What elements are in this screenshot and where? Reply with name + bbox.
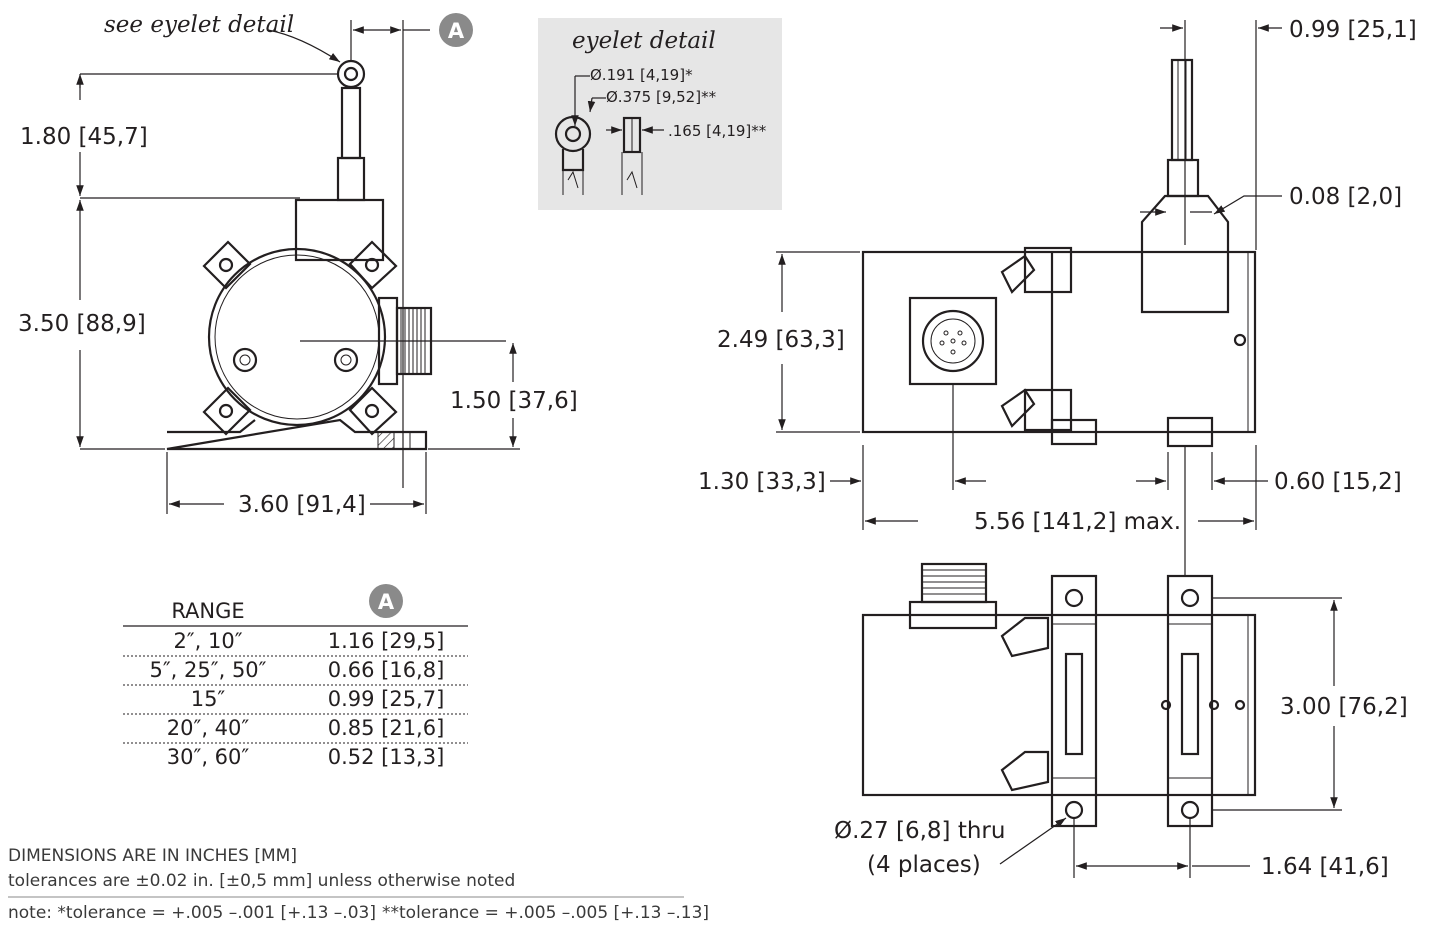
dim-0-08: 0.08 [2,0] <box>1289 184 1402 210</box>
dim-0-60: 0.60 [15,2] <box>1274 469 1402 495</box>
a-cell: 0.85 [21,6] <box>328 716 445 740</box>
eyelet-hole-diameter: Ø.191 [4,19]* <box>590 66 693 84</box>
eyelet <box>336 59 366 89</box>
marker-a-table: A <box>369 584 403 618</box>
table-row: 20″, 40″ 0.85 [21,6] <box>123 716 468 744</box>
range-cell: 30″, 60″ <box>167 745 250 769</box>
dim-5-56: 5.56 [141,2] max. <box>974 509 1181 535</box>
mounting-foot-right <box>1166 574 1214 828</box>
dim-1-80: 1.80 [45,7] <box>20 124 148 150</box>
side-housing <box>861 250 1257 434</box>
dim-3-50: 3.50 [88,9] <box>18 311 146 337</box>
eyelet-detail-box: eyelet detail Ø.191 [4,19]* Ø.375 [9,52]… <box>538 18 782 210</box>
dim-1-30: 1.30 [33,3] <box>698 469 826 495</box>
tolerance-note: tolerances are ±0.02 in. [±0,5 mm] unles… <box>8 871 515 891</box>
tolerance-footnote-2: **tolerance = +.005 –.005 [+.13 –.13] <box>382 903 709 923</box>
a-cell: 0.52 [13,3] <box>328 745 445 769</box>
top-block <box>294 198 385 262</box>
range-cell: 15″ <box>191 687 226 711</box>
units-note: DIMENSIONS ARE IN INCHES [MM] <box>8 846 297 866</box>
table-row: 2″, 10″ 1.16 [29,5] <box>123 629 468 657</box>
cable-guide <box>336 156 366 202</box>
eyelet-detail-background <box>538 18 782 210</box>
a-cell: 0.66 [16,8] <box>328 658 445 682</box>
bottom-view <box>861 562 1342 878</box>
eyelet-outer-diameter: Ø.375 [9,52]** <box>606 88 717 106</box>
range-cell: 5″, 25″, 50″ <box>149 658 266 682</box>
side-view <box>776 20 1282 575</box>
range-table-header-range: RANGE <box>171 599 244 623</box>
eyelet-detail-title: eyelet detail <box>572 28 716 54</box>
table-row: 15″ 0.99 [25,7] <box>123 687 468 715</box>
housing <box>207 247 387 427</box>
marker-a-front: A <box>439 13 473 47</box>
cable-stop <box>340 86 362 160</box>
front-view <box>76 20 520 514</box>
marker-a-label: A <box>448 19 465 43</box>
dim-1-64: 1.64 [41,6] <box>1261 854 1389 880</box>
table-row: 5″, 25″, 50″ 0.66 [16,8] <box>123 658 468 686</box>
corner-tabs <box>202 240 398 436</box>
table-row: 30″, 60″ 0.52 [13,3] <box>167 745 445 769</box>
range-cell: 20″, 40″ <box>167 716 250 740</box>
range-cell: 2″, 10″ <box>173 629 242 653</box>
see-eyelet-callout: see eyelet detail <box>104 12 294 38</box>
dim-1-50: 1.50 [37,6] <box>450 388 578 414</box>
dim-3-00: 3.00 [76,2] <box>1280 694 1408 720</box>
bottom-housing <box>861 613 1257 797</box>
dim-2-49: 2.49 [63,3] <box>717 327 845 353</box>
hole-callout-line2: (4 places) <box>867 852 981 878</box>
base-plate <box>166 418 428 451</box>
a-cell: 0.99 [25,7] <box>328 687 445 711</box>
hole-callout-line1: Ø.27 [6,8] thru <box>834 818 1005 844</box>
mounting-foot-left <box>1050 574 1098 828</box>
dim-3-60: 3.60 [91,4] <box>238 492 366 518</box>
eyelet-thickness: .165 [4,19]** <box>668 122 767 140</box>
a-cell: 1.16 [29,5] <box>328 629 445 653</box>
range-table-header-a: A <box>378 590 395 614</box>
range-table: RANGE A 2″, 10″ 1.16 [29,5] 5″, 25″, 50″ 0.… <box>123 584 468 769</box>
dim-0-99: 0.99 [25,1] <box>1289 17 1417 43</box>
tolerance-footnote-1: note: *tolerance = +.005 –.001 [+.13 –.0… <box>8 903 376 923</box>
